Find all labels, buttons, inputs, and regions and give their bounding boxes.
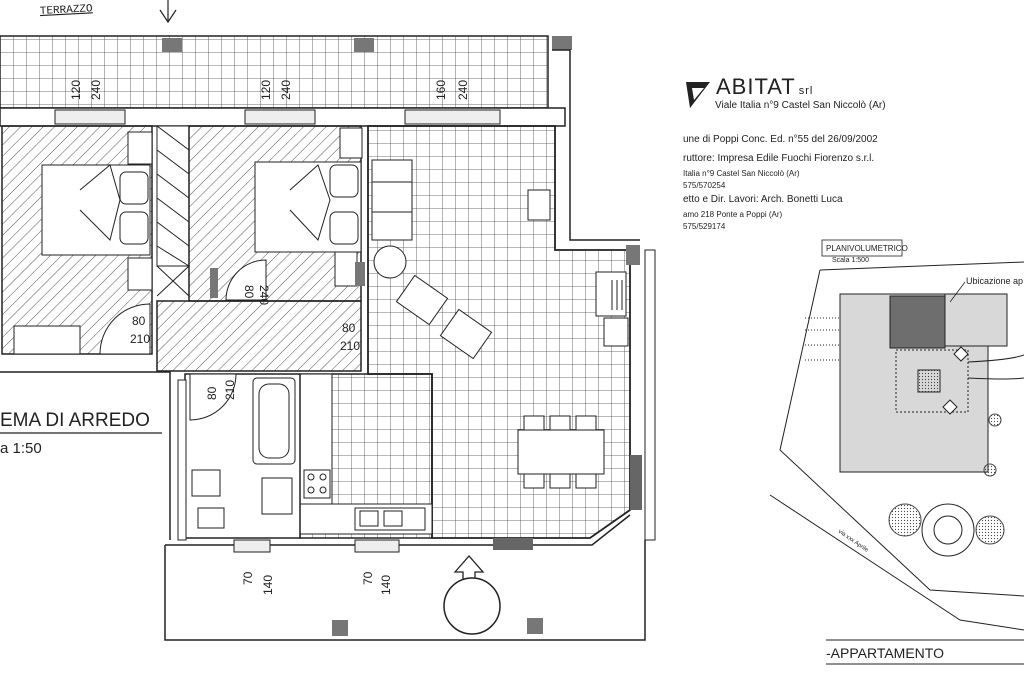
drawing-scale: a 1:50 [0, 440, 42, 457]
window [404, 109, 501, 125]
dim-label: 120 [69, 80, 83, 100]
dim-label: 80 [205, 386, 219, 400]
builder-phone: 575/570254 [683, 181, 726, 190]
dim-label: 70 [241, 571, 255, 585]
fireplace [595, 271, 627, 317]
armchair [395, 274, 449, 326]
permit-line: une di Poppi Conc. Ed. n°55 del 26/09/20… [683, 134, 878, 145]
location-label: Ubicazione ap [966, 276, 1023, 286]
dim-label: 210 [223, 380, 237, 400]
dim-label: 240 [456, 80, 470, 100]
drawing-title: EMA DI ARREDO [0, 410, 150, 431]
dim-label: 240 [257, 285, 271, 305]
dim-label: 140 [379, 575, 393, 595]
dim-label: 210 [340, 339, 360, 353]
dim-label: 140 [261, 575, 275, 595]
apartment-location [889, 295, 946, 349]
entrance-arrow-icon [453, 555, 485, 581]
company-address: Viale Italia n°9 Castel San Niccolò (Ar) [715, 100, 886, 111]
dim-label: 120 [259, 80, 273, 100]
site-plan-scale: Scala 1:500 [832, 257, 869, 264]
round-table [373, 245, 407, 279]
window [244, 109, 316, 125]
terrace [0, 35, 549, 109]
dim-label: 240 [89, 80, 103, 100]
armchair [439, 308, 493, 360]
dim-label: 240 [279, 80, 293, 100]
apartment-label: -APPARTAMENTO [826, 645, 944, 661]
dimension-labels: 120 240 120 240 160 240 80 210 80 210 80… [69, 80, 470, 595]
site-plan: PLANIVOLUMETRICO Scala 1:500 Ubicazione … [769, 239, 1024, 665]
dim-label: 80 [132, 314, 146, 328]
stove [303, 469, 331, 499]
dim-label: 210 [130, 332, 150, 346]
architect-phone: 575/529174 [683, 222, 726, 231]
bottom-terrace [164, 540, 646, 641]
pillar [552, 36, 572, 50]
dim-label: 80 [242, 285, 256, 299]
builder-address: Italia n°9 Castel San Niccolò (Ar) [683, 169, 800, 178]
architect-line: etto e Dir. Lavori: Arch. Bonetti Luca [683, 194, 843, 205]
dim-label: 160 [434, 80, 448, 100]
window [54, 109, 126, 125]
pillar [162, 38, 182, 52]
terrace-label: TERRAZZO [40, 3, 94, 18]
builder-line: ruttore: Impresa Edile Fuochi Fiorenzo s… [683, 153, 875, 164]
round-table [443, 577, 501, 635]
dim-label: 70 [361, 571, 375, 585]
dining-table [517, 429, 605, 475]
corridor [156, 300, 362, 372]
architect-address: amo 218 Ponte a Poppi (Ar) [683, 210, 783, 219]
dim-label: 80 [342, 321, 356, 335]
entrance-arrow-icon [159, 0, 177, 24]
site-plan-title: PLANIVOLUMETRICO [826, 244, 908, 253]
pillar [354, 38, 374, 52]
